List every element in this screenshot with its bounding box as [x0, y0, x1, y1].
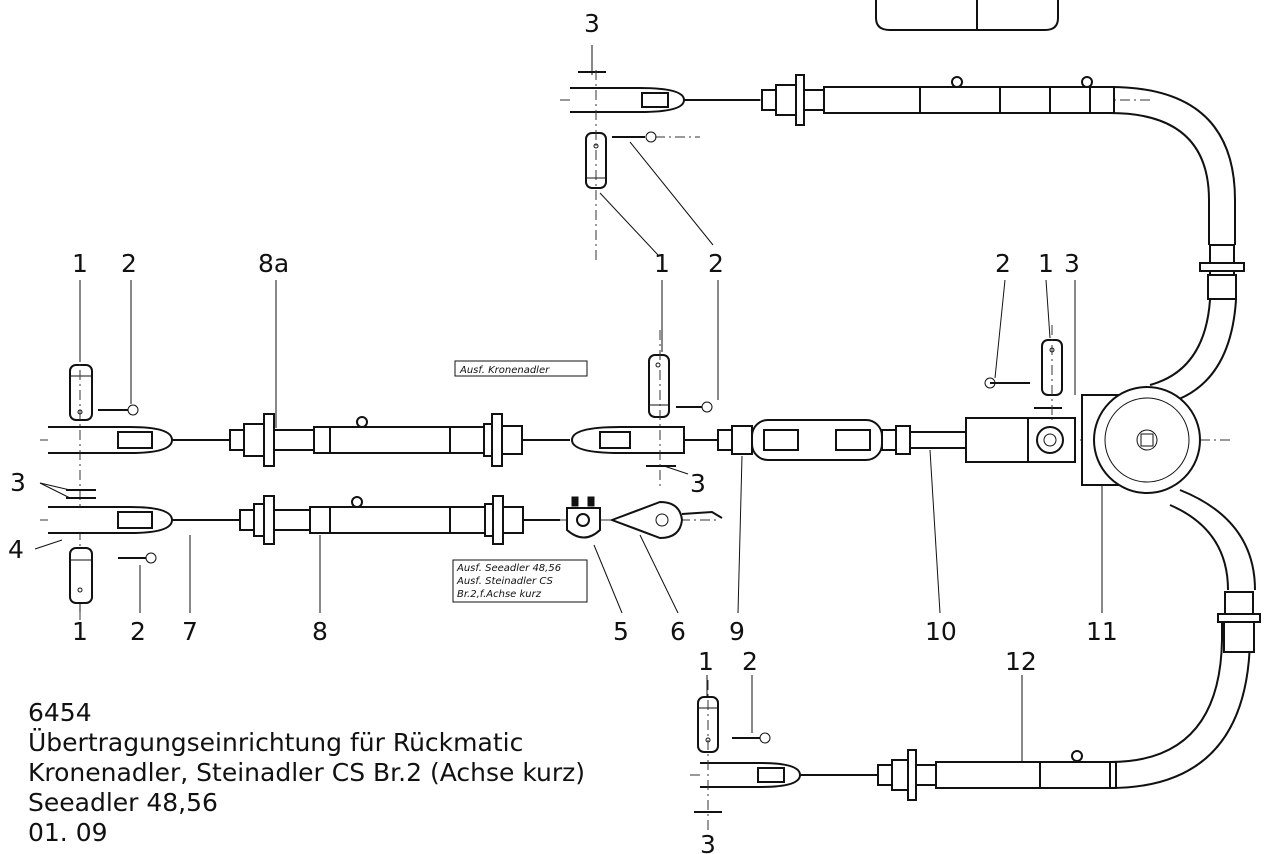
drawing-models-line2: Seeadler 48,56	[28, 788, 218, 817]
lower-cable-assembly	[690, 489, 1261, 830]
callout-top-2: 2	[708, 249, 724, 278]
callout-11: 11	[1086, 617, 1118, 646]
top-frame-fragment	[875, 0, 1059, 31]
callout-top-1: 1	[654, 249, 670, 278]
callout-left-4: 4	[8, 535, 24, 564]
callout-bottom-2: 2	[130, 617, 146, 646]
leader-lines	[34, 279, 1103, 762]
drawing-title: Übertragungseinrichtung für Rückmatic	[28, 728, 524, 757]
note-variant-line3: Br.2,f.Achse kurz	[457, 589, 542, 600]
note-variant-line1: Ausf. Seeadler 48,56	[456, 563, 561, 574]
note-kronenadler: Ausf. Kronenadler	[459, 365, 550, 376]
callout-7: 7	[182, 617, 198, 646]
callout-9: 9	[729, 617, 745, 646]
callout-8: 8	[312, 617, 328, 646]
drawing-models-line1: Kronenadler, Steinadler CS Br.2 (Achse k…	[28, 758, 586, 787]
note-variant-line2: Ausf. Steinadler CS	[456, 576, 553, 587]
top-cable-assembly	[560, 45, 1245, 406]
callout-lower-3: 3	[700, 830, 716, 854]
callout-left-1: 1	[72, 249, 88, 278]
callout-numbers: 3 1 2 8a 1 2 2 1 3 3 3 4 1 2 7 8 5 6 9 1…	[8, 9, 1118, 854]
callout-left-3: 3	[10, 468, 26, 497]
callout-mid-3: 3	[690, 469, 706, 498]
drawing-caption: 6454 Übertragungseinrichtung für Rückmat…	[28, 698, 585, 848]
callout-12: 12	[1005, 647, 1037, 676]
callout-left-2: 2	[121, 249, 137, 278]
callout-top-3: 3	[584, 9, 600, 38]
callout-6: 6	[670, 617, 686, 646]
callout-bottom-1: 1	[72, 617, 88, 646]
drawing-date: 01. 09	[28, 818, 108, 847]
callout-5: 5	[613, 617, 629, 646]
callout-8a: 8a	[258, 249, 289, 278]
main-upper-assembly: Ausf. Kronenadler	[40, 325, 1230, 620]
callout-lower-2: 2	[742, 647, 758, 676]
drawing-number: 6454	[28, 698, 92, 727]
callout-right-1: 1	[1038, 249, 1054, 278]
main-lower-assembly: Ausf. Seeadler 48,56 Ausf. Steinadler CS…	[40, 489, 723, 604]
callout-10: 10	[925, 617, 957, 646]
callout-lower-1: 1	[698, 647, 714, 676]
callout-right-2: 2	[995, 249, 1011, 278]
callout-right-3: 3	[1064, 249, 1080, 278]
